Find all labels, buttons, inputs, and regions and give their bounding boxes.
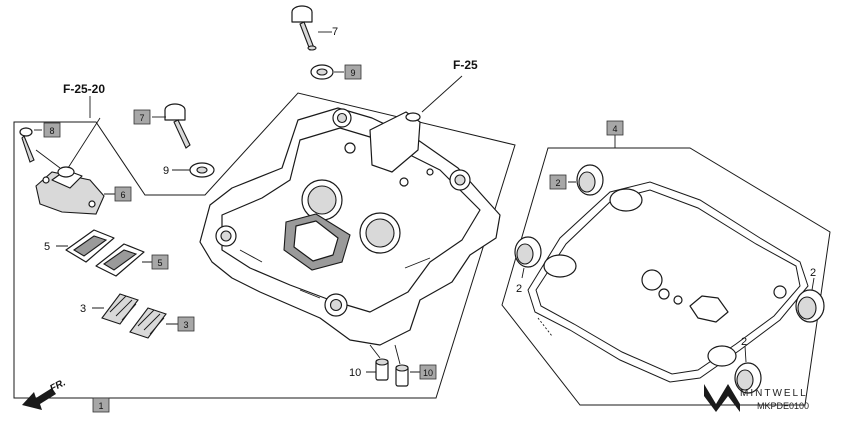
svg-text:10: 10 (423, 368, 433, 378)
washer-9-top (310, 64, 334, 80)
seal-5-a (65, 229, 115, 263)
washer-9-left (189, 162, 215, 178)
callout-5-left: 5 (44, 241, 50, 253)
callout-7-top: 7 (332, 26, 338, 38)
cylinder-head-cover (199, 107, 501, 346)
svg-text:9: 9 (350, 68, 355, 78)
callout-9-left: 9 (163, 165, 169, 177)
front-direction-label: FR. (48, 377, 67, 394)
svg-text:4: 4 (612, 124, 617, 134)
bolt-7-left (164, 103, 191, 149)
assembly-frame-4 (501, 147, 831, 406)
badge-9-top: 9 (344, 64, 362, 80)
svg-text:7: 7 (139, 113, 144, 123)
badge-8: 8 (43, 122, 61, 138)
collar-10-b (395, 364, 409, 387)
watermark-logo-icon (704, 384, 740, 412)
callout-2-right: 2 (810, 267, 816, 279)
callout-2-bottom: 2 (741, 336, 747, 348)
seal-5-b (95, 243, 145, 277)
svg-text:3: 3 (183, 320, 188, 330)
reference-label-f-25: F-25 (453, 58, 478, 72)
plug-seal-2-top (576, 164, 604, 196)
mount-rubber-3-b (129, 307, 167, 339)
reference-label-f-25-20: F-25-20 (63, 82, 105, 96)
bolt-7-top (291, 5, 317, 51)
plug-seal-2-left (514, 236, 542, 268)
bolt-8 (19, 127, 35, 163)
badge-3: 3 (177, 316, 195, 332)
callout-10-left: 10 (349, 367, 361, 379)
mount-rubber-3-a (101, 293, 139, 325)
callout-3-left: 3 (80, 303, 86, 315)
svg-text:6: 6 (120, 190, 125, 200)
collar-10-a (375, 358, 389, 381)
badge-2: 2 (549, 174, 567, 190)
plug-seal-2-right (795, 289, 825, 323)
plug-seal-2-bottom (734, 362, 762, 394)
assembly-frame-1 (13, 92, 516, 399)
badge-6: 6 (114, 186, 132, 202)
front-direction-arrow-icon (22, 388, 56, 410)
breather-cap-6 (35, 166, 105, 215)
badge-1: 1 (92, 397, 110, 413)
diagram-code: MKPDE0100 (757, 401, 809, 411)
badge-5: 5 (151, 254, 169, 270)
badge-4: 4 (606, 120, 624, 136)
svg-text:2: 2 (555, 178, 560, 188)
svg-text:1: 1 (98, 401, 103, 411)
svg-text:8: 8 (49, 126, 54, 136)
callout-2-left: 2 (516, 283, 522, 295)
badge-7-left: 7 (133, 109, 151, 125)
badge-10: 10 (419, 364, 437, 380)
watermark-brand: MINTWELL (740, 388, 808, 399)
svg-text:5: 5 (157, 258, 162, 268)
head-cover-gasket (527, 181, 809, 383)
